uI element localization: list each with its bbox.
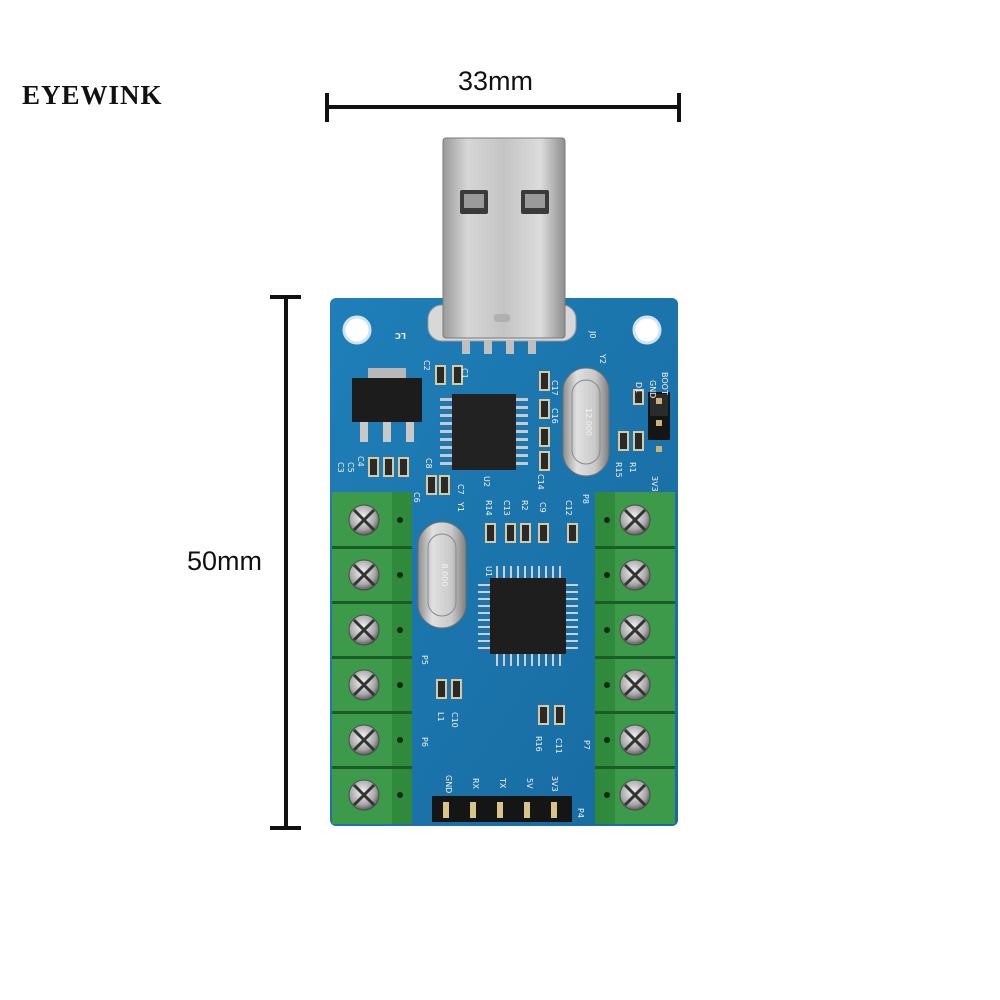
- designator-c9: C9: [538, 502, 547, 513]
- designator-c4: C4: [356, 456, 365, 467]
- p5-label: P5: [420, 655, 429, 665]
- designator-r16: R16: [534, 736, 543, 752]
- designator-c10: C10: [450, 712, 459, 728]
- designator-r14: R14: [484, 500, 493, 516]
- p4-label: P4: [576, 808, 585, 818]
- crystal-8mhz: 8.000: [417, 521, 467, 629]
- designator-c12: C12: [564, 500, 573, 516]
- crystal-12mhz: 12.000: [562, 367, 610, 477]
- width-dimension-label: 33mm: [458, 66, 534, 96]
- part-designators: C1 C2 C3 C4 C5 C6 C7 Y1 C8 C9 C10 C11 C1…: [336, 353, 643, 754]
- boot-3v3-label: 3V3: [650, 476, 659, 492]
- designator-d1: D1: [634, 382, 643, 393]
- designator-r1: R1: [628, 462, 637, 473]
- p8-label: P8: [581, 494, 590, 504]
- width-dimension-bar: [325, 93, 681, 122]
- designator-c5: C5: [346, 462, 355, 473]
- p7-label: P7: [582, 740, 591, 750]
- designator-c3: C3: [336, 462, 345, 473]
- height-dimension-bar: [270, 295, 301, 830]
- header-pin-5v: 5V: [525, 778, 534, 789]
- header-pin-3v3: 3V3: [550, 776, 559, 792]
- designator-l1: L1: [436, 712, 445, 722]
- p6-label: P6: [420, 737, 429, 747]
- designator-r2: R2: [520, 500, 529, 511]
- designator-c7: C7: [456, 484, 465, 495]
- designator-c6: C6: [412, 492, 421, 503]
- header-pin-tx: TX: [498, 777, 507, 789]
- designator-c1: C1: [460, 368, 469, 379]
- header-pin-gnd: GND: [444, 775, 453, 793]
- designator-u1: U1: [484, 566, 493, 577]
- voltage-regulator: [352, 368, 422, 442]
- brand-logo: EYEWINK: [22, 80, 163, 110]
- designator-r15: R15: [614, 462, 623, 478]
- boot-gnd-label: GND: [648, 380, 657, 398]
- designator-c14: C14: [536, 474, 545, 490]
- designator-y1: Y1: [456, 501, 465, 512]
- board-label-lc: LC: [395, 331, 406, 340]
- height-dimension-label: 50mm: [187, 546, 263, 576]
- crystal-top-marking: 12.000: [584, 408, 593, 436]
- designator-y2: Y2: [598, 353, 607, 364]
- mounting-hole-left: [342, 315, 372, 345]
- designator-c17: C17: [550, 380, 559, 396]
- boot-label: BOOT: [660, 372, 669, 395]
- designator-c13: C13: [502, 500, 511, 516]
- terminal-screws: [348, 504, 651, 811]
- header-pin-rx: RX: [471, 778, 480, 790]
- usb-connector: [427, 137, 577, 354]
- boot-jumper: [648, 392, 670, 452]
- usb-serial-chip: [440, 394, 528, 470]
- pin-header: [432, 796, 572, 822]
- microcontroller: [478, 566, 578, 666]
- usb-label: J0: [588, 330, 597, 338]
- smd-components: [368, 365, 644, 725]
- designator-c11: C11: [554, 738, 563, 754]
- terminal-block-right: [595, 492, 675, 824]
- terminal-block-left: [332, 492, 412, 824]
- designator-c16: C16: [550, 408, 559, 424]
- designator-u2: U2: [482, 476, 491, 487]
- designator-c8: C8: [424, 458, 433, 469]
- crystal-mid-marking: 8.000: [440, 564, 449, 587]
- designator-c2: C2: [422, 360, 431, 371]
- mounting-hole-right: [632, 315, 662, 345]
